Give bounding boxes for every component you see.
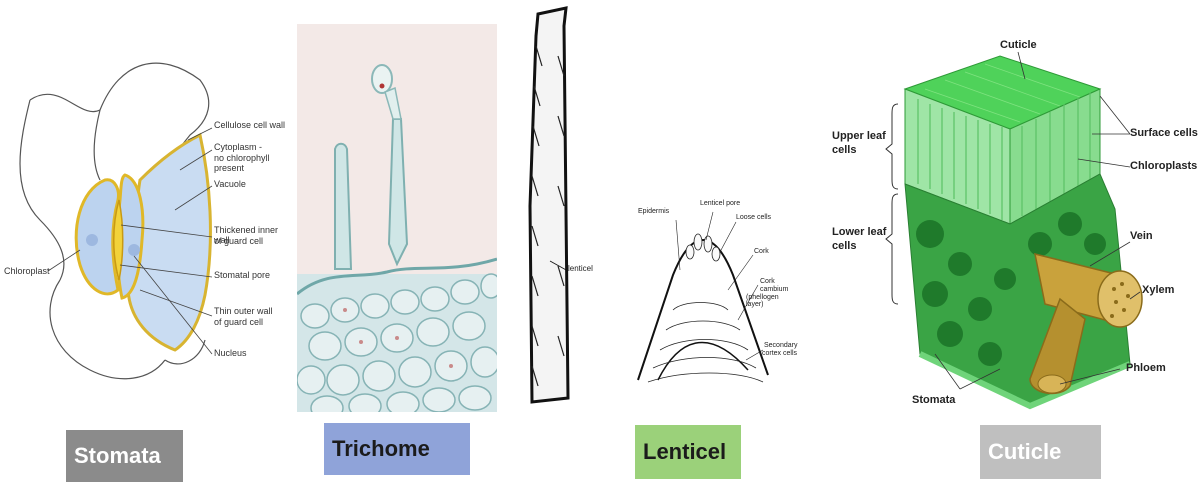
label-upper-leaf-cells: Upper leaf (832, 130, 886, 142)
label-lenticel-pore: Lenticel pore (700, 200, 740, 207)
label-upper-leaf-cells-2: cells (832, 144, 856, 156)
label-lenticel-side: lenticel (568, 264, 593, 273)
label-cellulose-cell-wall: Cellulose cell wall (214, 120, 285, 130)
label-vacuole: Vacuole (214, 179, 246, 189)
label-nucleus: Nucleus (214, 348, 247, 358)
label-cork-cambium-2: cambium (760, 286, 788, 293)
label-stomata-leaf: Stomata (912, 394, 955, 406)
caption-lenticel: Lenticel (635, 425, 741, 479)
label-thin-outer-wall: Thin outer wall (214, 306, 273, 316)
label-chloroplast: Chloroplast (4, 266, 50, 276)
trichome-micrograph (297, 24, 497, 412)
label-cytoplasm: Cytoplasm - (214, 142, 262, 152)
label-secondary-cortex-2: cortex cells (762, 350, 797, 357)
caption-stomata: Stomata (66, 430, 183, 482)
lenticel-stem-drawing: lenticel (520, 6, 610, 406)
label-lower-leaf-cells: Lower leaf (832, 226, 886, 238)
label-cytoplasm-note: no chlorophyll present (214, 153, 290, 173)
label-epidermis: Epidermis (638, 208, 669, 215)
label-cork: Cork (754, 248, 769, 255)
label-secondary-cortex: Secondary (764, 342, 797, 349)
label-stomatal-pore: Stomatal pore (214, 270, 270, 280)
stomata-diagram: Cellulose cell wall Cytoplasm - no chlor… (0, 40, 290, 400)
leaf-cross-section-diagram: Cuticle Upper leaf cells Lower leaf cell… (830, 34, 1202, 414)
label-chloroplasts: Chloroplasts (1130, 160, 1197, 172)
label-phloem: Phloem (1126, 362, 1166, 374)
label-thickened-wall-2: of guard cell (214, 236, 263, 246)
label-lower-leaf-cells-2: cells (832, 240, 856, 252)
label-xylem: Xylem (1142, 284, 1174, 296)
label-phellogen: (phellogen layer) (746, 294, 798, 308)
label-loose-cells: Loose cells (736, 214, 771, 221)
label-cuticle: Cuticle (1000, 39, 1037, 51)
label-surface-cells: Surface cells (1130, 127, 1198, 139)
lenticel-section-drawing: Epidermis Lenticel pore Loose cells Cork… (628, 200, 798, 390)
label-vein: Vein (1130, 230, 1153, 242)
label-cork-cambium: Cork (760, 278, 775, 285)
caption-trichome: Trichome (324, 423, 470, 475)
label-thin-outer-wall-2: of guard cell (214, 317, 263, 327)
caption-cuticle: Cuticle (980, 425, 1101, 479)
